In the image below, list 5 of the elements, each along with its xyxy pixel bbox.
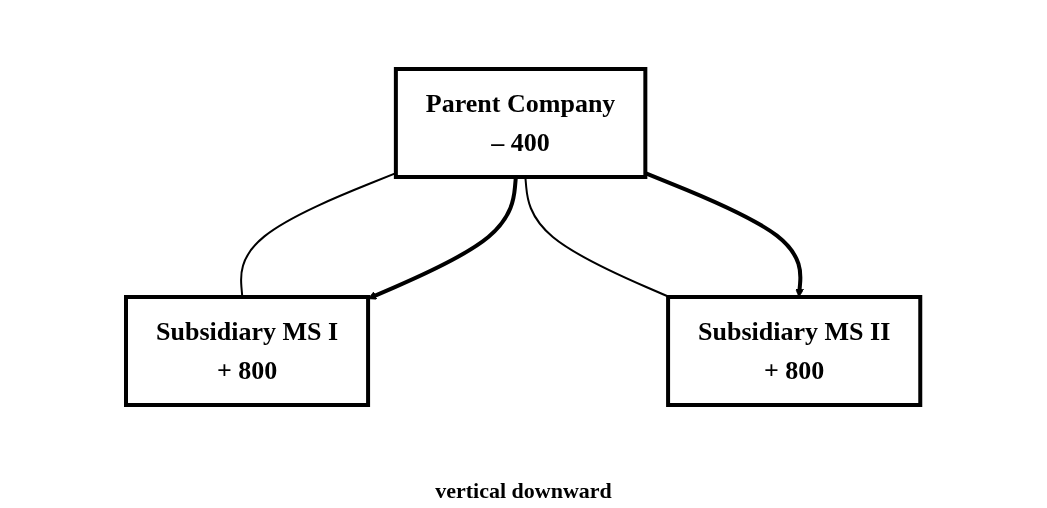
node-box: Subsidiary MS I + 800 xyxy=(124,295,371,407)
node-box: Subsidiary MS II + 800 xyxy=(666,295,923,407)
arrow xyxy=(644,171,805,298)
node-box: Parent Company – 400 xyxy=(394,67,648,179)
note-text: vertical downward xyxy=(435,478,612,504)
